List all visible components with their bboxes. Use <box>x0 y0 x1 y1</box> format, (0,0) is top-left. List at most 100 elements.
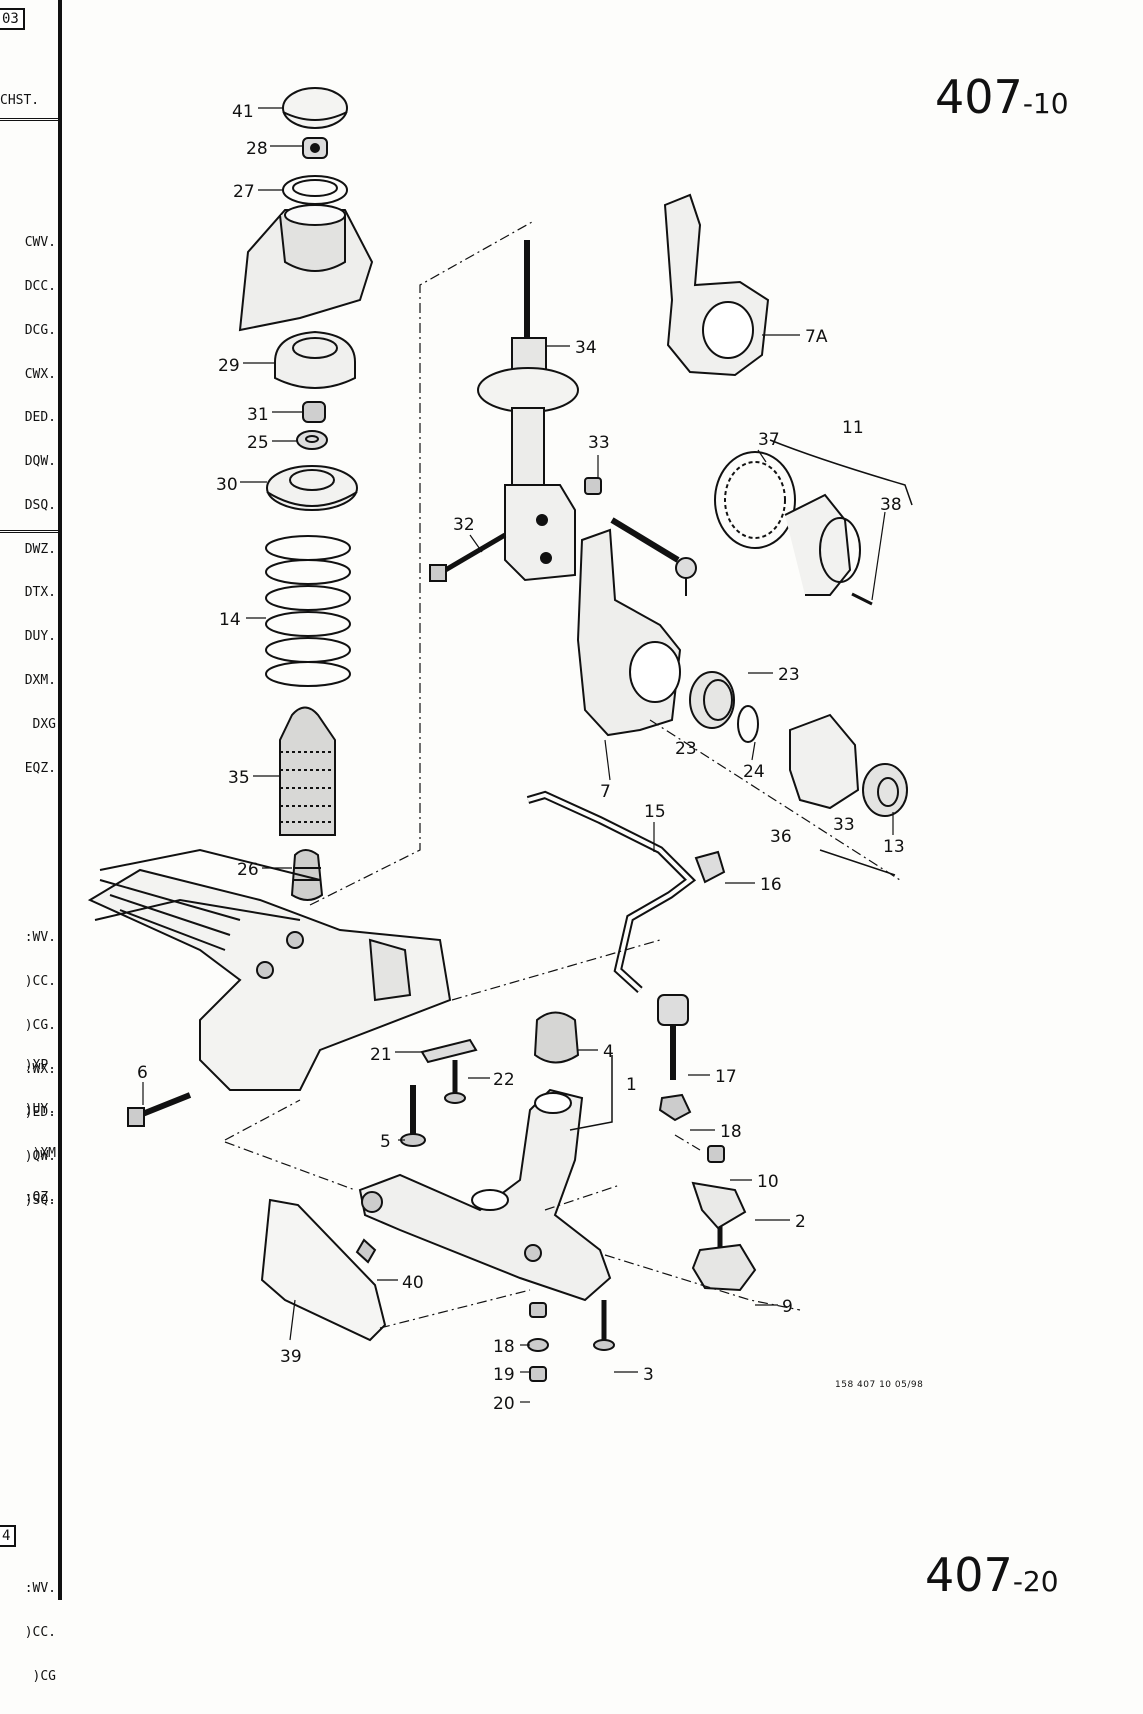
dust-cap <box>282 87 348 129</box>
callout-18-lower: 18 <box>493 1337 515 1357</box>
callout-19: 19 <box>493 1365 515 1385</box>
engine-code: )XM <box>32 1145 56 1161</box>
engine-code: :WV. <box>24 1581 56 1597</box>
bush-4 <box>533 1011 580 1064</box>
engine-code: :WX. <box>24 1061 56 1077</box>
margin-code-list-mid-b: )XP. )UY. )XM :QZ. <box>0 1030 56 1234</box>
callout-leader-lines <box>142 107 894 1403</box>
nut-31 <box>302 401 326 423</box>
engine-code: DCG. <box>24 322 56 338</box>
callout-20: 20 <box>493 1394 515 1414</box>
ball-joint-9 <box>691 1225 757 1292</box>
bolt-3 <box>593 1300 615 1351</box>
callout-5: 5 <box>380 1132 391 1152</box>
bolt-5 <box>400 1085 426 1147</box>
callout-17: 17 <box>715 1067 737 1087</box>
engine-code: )CC. <box>24 973 56 989</box>
engine-code: )SQ. <box>24 1192 56 1208</box>
bearing-30 <box>266 465 358 511</box>
wheel-hub-11 <box>784 493 861 596</box>
callout-21: 21 <box>370 1045 392 1065</box>
callout-26: 26 <box>237 860 259 880</box>
engine-code: )XP. <box>24 1058 56 1074</box>
lower-control-arm <box>358 1088 612 1302</box>
nut-28 <box>302 137 328 159</box>
group-brackets <box>569 439 913 1131</box>
drawing-reference-footnote: 158 407 10 05/98 <box>835 1380 924 1390</box>
margin-divider <box>0 530 58 533</box>
callout-2: 2 <box>795 1212 806 1232</box>
bearing-ring-27 <box>282 175 348 205</box>
page-number-sub: -10 <box>1022 87 1069 120</box>
callout-35: 35 <box>228 768 250 788</box>
margin-divider <box>0 118 58 121</box>
strut-mount-plate <box>238 204 374 332</box>
callout-24: 24 <box>743 762 765 782</box>
callout-9: 9 <box>782 1297 793 1317</box>
hub-flange <box>789 713 860 810</box>
subframe <box>87 848 452 1091</box>
engine-code: )ED. <box>24 1105 56 1121</box>
callout-38: 38 <box>880 495 902 515</box>
margin-vertical-rule <box>58 0 62 1600</box>
next-page-number-main: 407 <box>925 1548 1013 1602</box>
callout-39: 39 <box>280 1347 302 1367</box>
nut-33 <box>584 477 602 495</box>
engine-code: DCC. <box>24 278 56 294</box>
callout-13: 13 <box>883 837 905 857</box>
callout-22: 22 <box>493 1070 515 1090</box>
callout-7: 7 <box>600 782 611 802</box>
engine-code: DXG <box>32 716 56 732</box>
engine-code: DED. <box>24 410 56 426</box>
steering-knuckle-7 <box>576 528 682 737</box>
callout-25: 25 <box>247 433 269 453</box>
circlip-24 <box>737 705 759 743</box>
engine-code: CWV. <box>24 235 56 251</box>
buffer-26 <box>290 849 324 901</box>
wheel-bearing-23 <box>689 671 735 729</box>
callout-30: 30 <box>216 475 238 495</box>
engine-code: :QZ. <box>24 1189 56 1205</box>
tie-rod-end <box>610 517 697 596</box>
callout-29: 29 <box>218 356 240 376</box>
callout-40: 40 <box>402 1273 424 1293</box>
callout-33: 33 <box>588 433 610 453</box>
callout-10: 10 <box>757 1172 779 1192</box>
margin-code-list-top: CWV. DCC. DCG. CWX. DED. DQW. DSQ. DWZ. … <box>0 207 56 805</box>
stabilizer-bar-15 <box>526 790 697 993</box>
washer-25 <box>296 430 328 450</box>
engine-code: DWZ. <box>24 541 56 557</box>
callout-labels: 41 28 27 29 31 25 30 14 35 26 34 33 32 7… <box>137 102 905 1414</box>
callout-36: 36 <box>770 827 792 847</box>
engine-code: )CG. <box>24 1017 56 1033</box>
hardware-18-19-20 <box>527 1302 549 1382</box>
link-17 <box>657 994 689 1080</box>
engine-code: DXM. <box>24 673 56 688</box>
engine-code: DTX. <box>24 585 56 601</box>
engine-code: CWX. <box>24 366 56 382</box>
engine-code: )CC. <box>24 1624 56 1640</box>
callout-32: 32 <box>453 515 475 535</box>
margin-index-column: 03 CHST. CWV. DCC. DCG. CWX. DED. DQW. D… <box>0 0 62 1683</box>
bracket-21 <box>420 1038 478 1064</box>
callout-27: 27 <box>233 182 255 202</box>
bolt-22 <box>444 1060 466 1104</box>
bush-16 <box>694 850 726 884</box>
callout-23-bottom: 23 <box>675 739 697 759</box>
callout-37: 37 <box>758 430 780 450</box>
hub-nut-13 <box>862 763 908 817</box>
coil-spring-14 <box>265 535 351 687</box>
callout-16: 16 <box>760 875 782 895</box>
spring-seat-29 <box>274 330 356 389</box>
assembly-phantom-lines <box>224 221 901 1329</box>
margin-tab-bottom: 4 <box>0 1525 17 1547</box>
callout-28: 28 <box>246 139 268 159</box>
callout-15: 15 <box>644 802 666 822</box>
next-page-number-sub: -20 <box>1012 1565 1059 1598</box>
clip-40 <box>355 1238 377 1264</box>
shock-absorber-34 <box>477 240 579 582</box>
margin-section-label: CHST. <box>0 93 40 108</box>
callout-14: 14 <box>219 610 241 630</box>
callout-23-top: 23 <box>778 665 800 685</box>
next-page-number: 407-20 <box>925 1548 1059 1602</box>
